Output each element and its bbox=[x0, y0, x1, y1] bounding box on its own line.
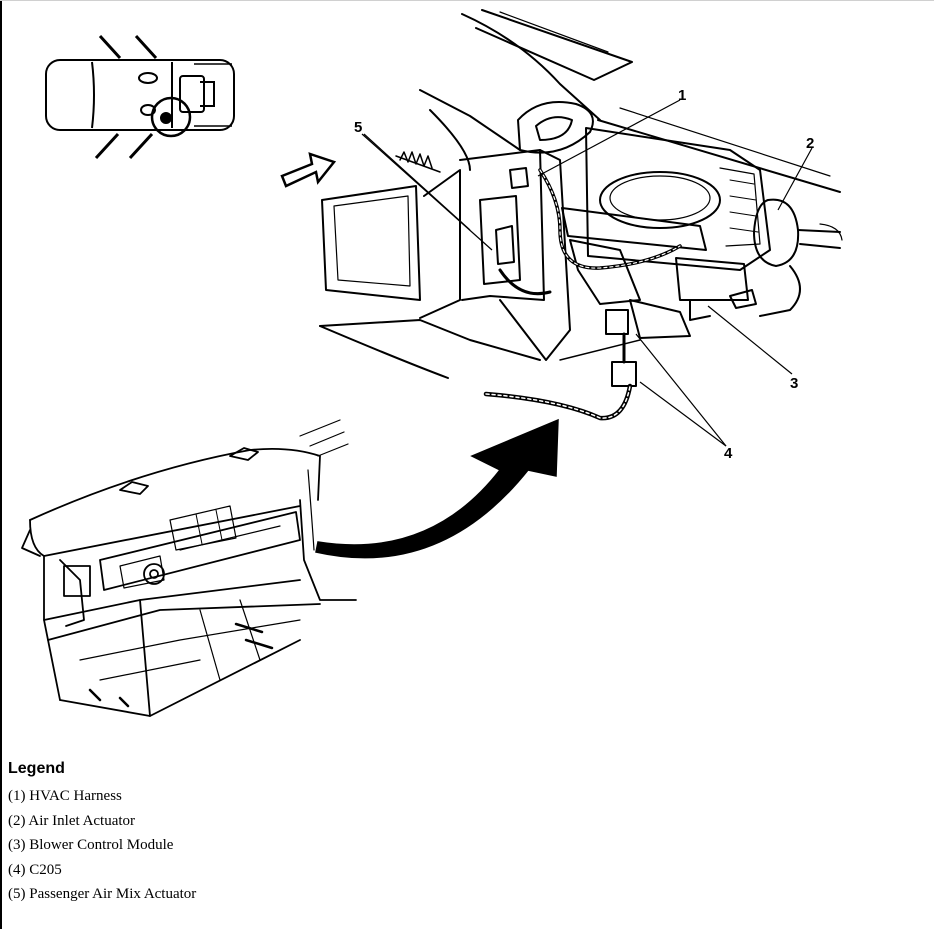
callout-1: 1 bbox=[678, 87, 686, 104]
legend-title: Legend bbox=[8, 760, 65, 777]
hvac-closeup-illustration bbox=[319, 9, 843, 421]
legend-item-3: (3) Blower Control Module bbox=[8, 837, 174, 853]
callout-3: 3 bbox=[790, 375, 798, 392]
instrument-panel-overview bbox=[21, 419, 357, 717]
legend-item-5: (5) Passenger Air Mix Actuator bbox=[8, 886, 197, 902]
legend-item-4: (4) C205 bbox=[8, 861, 62, 878]
callout-leader-lines bbox=[361, 99, 813, 447]
view-direction-arrow bbox=[280, 152, 337, 188]
vehicle-locator-icon bbox=[45, 34, 235, 160]
legend-item-2: (2) Air Inlet Actuator bbox=[8, 812, 136, 829]
callout-5: 5 bbox=[354, 119, 362, 136]
callout-4: 4 bbox=[724, 445, 733, 462]
page-top-border bbox=[0, 0, 934, 1]
page-left-border bbox=[0, 0, 2, 929]
zoom-curved-arrow bbox=[315, 418, 559, 559]
hvac-component-diagram: 1 2 3 4 5 bbox=[21, 9, 843, 717]
legend-item-1: (1) HVAC Harness bbox=[8, 788, 122, 804]
legend: Legend (1) HVAC Harness (2) Air Inlet Ac… bbox=[8, 760, 608, 907]
callout-2: 2 bbox=[806, 135, 814, 152]
